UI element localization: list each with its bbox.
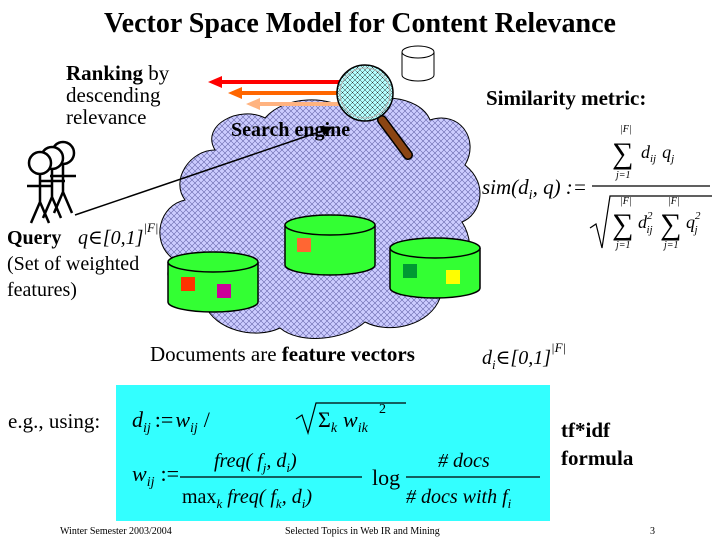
svg-text:|F|: |F| [620,124,632,135]
document-cylinder-icon [284,214,376,276]
svg-text:|F|: |F| [668,196,680,207]
svg-text:∑: ∑ [612,137,633,170]
ranking-description: Ranking by descending relevance [66,62,169,128]
svg-text:q2j: q2j [686,210,701,236]
tfidf-line-2: formula [561,446,634,470]
svg-text:maxk freq( fk, di): maxk freq( fk, di) [182,486,312,511]
svg-text:# docs: # docs [438,450,490,472]
ranking-bold: Ranking [66,61,144,85]
svg-text:log: log [372,465,400,490]
ranking-line-2: descending [66,83,161,107]
query-line-2: (Set of weighted [7,253,140,275]
svg-text:sim(di, q) :=: sim(di, q) := [482,175,587,203]
svg-text:j=1: j=1 [614,240,631,251]
svg-text:|F|: |F| [620,196,632,207]
ranking-arrows [208,76,340,110]
svg-text:dij:=wij/: dij:=wij/ [132,407,211,436]
ranking-line-3: relevance [66,105,147,129]
svg-text:j=1: j=1 [614,170,631,181]
query-vector-math: q∈[0,1]|F| [78,220,158,249]
search-engine-label: Search engine [231,119,351,141]
svg-text:2: 2 [379,402,386,417]
query-line-3: features) [7,279,77,301]
query-description: Query (Set of weighted features) [7,225,139,303]
tfidf-line-1: tf*idf [561,418,610,442]
tfidf-label: tf*idf formula [561,416,633,472]
people-icon [27,140,76,224]
svg-text:∑: ∑ [612,208,633,241]
similarity-metric-label: Similarity metric: [486,86,647,110]
document-cylinder-icon [167,251,259,313]
documents-description: Documents are feature vectors [150,342,415,366]
document-vector-math: di∈[0,1]|F| [482,340,566,372]
database-icon [401,45,435,82]
footer-semester: Winter Semester 2003/2004 [60,526,172,537]
svg-text:j=1: j=1 [662,240,679,251]
svg-text:di∈[0,1]|F|: di∈[0,1]|F| [482,340,566,372]
svg-text:freq( fj, di): freq( fj, di) [214,450,297,475]
eg-label: e.g., using: [8,409,101,433]
document-cylinder-icon [389,237,481,299]
footer-course: Selected Topics in Web IR and Mining [285,526,440,537]
svg-text:# docs with fi: # docs with fi [406,486,512,511]
query-line [74,126,333,216]
ranking-rest: by [143,61,170,85]
svg-text:wij:=: wij:= [132,461,179,490]
slide-title: Vector Space Model for Content Relevance [104,8,616,39]
svg-text:q∈[0,1]|F|: q∈[0,1]|F| [78,220,158,249]
svg-text:∑: ∑ [660,208,681,241]
magnifying-glass-icon [336,64,413,160]
query-bold: Query [7,227,62,249]
page-number: 3 [650,526,655,537]
